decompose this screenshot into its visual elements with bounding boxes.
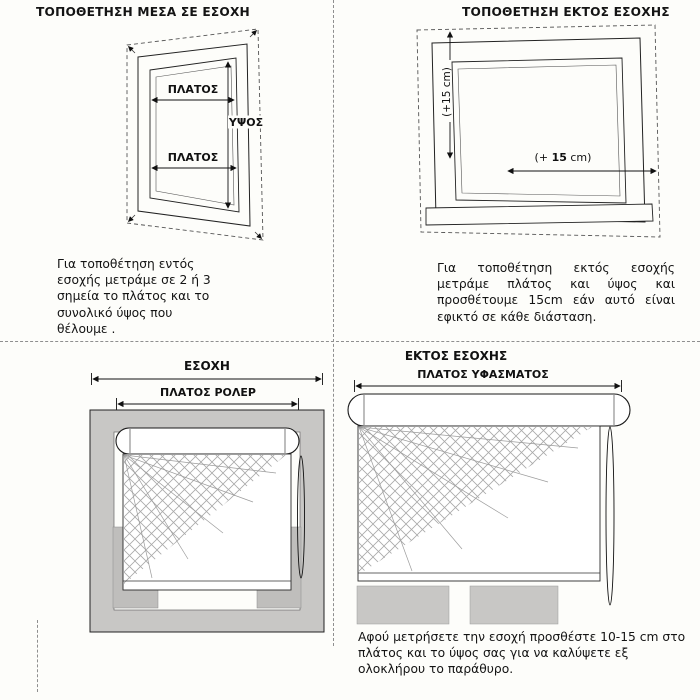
left-edge-divider xyxy=(37,620,38,692)
wall-block-right xyxy=(469,585,559,625)
fabric-hatch-fan-lines xyxy=(123,454,277,579)
window-dashed-outline xyxy=(126,28,264,241)
extension-dashed-outline xyxy=(416,24,661,238)
center-vertical-divider xyxy=(333,0,334,646)
window-outer-frame xyxy=(431,37,646,223)
roller-tube-end-caps xyxy=(363,395,615,425)
corner-measure-arrows xyxy=(128,30,262,239)
roller-tube xyxy=(115,427,300,455)
roller-tube xyxy=(347,393,631,427)
outside-mount-title: ΕΚΤΟΣ ΕΣΟΧΗΣ xyxy=(405,349,507,363)
recess-width-arrow xyxy=(91,373,323,385)
middle-horizontal-divider xyxy=(0,341,700,342)
title-outside-recess: ΤΟΠΟΘΕΤΗΣΗ ΕΚΤΟΣ ΕΣΟΧΗΣ xyxy=(462,5,670,19)
height-label: ΥΨΟΣ xyxy=(228,116,263,129)
window-outer-frame xyxy=(137,43,251,227)
recess-label: ΕΣΟΧΗ xyxy=(184,359,230,373)
roller-width-arrow xyxy=(116,398,299,410)
height-label-backing xyxy=(228,115,265,129)
roller-width-label: ΠΛΑΤΟΣ ΡΟΛΕΡ xyxy=(160,386,256,399)
plus15-horizontal-label-value: 15 xyxy=(552,151,567,164)
plus15-horizontal-label-suffix: cm) xyxy=(567,151,592,164)
window-glass-bevel xyxy=(155,65,235,206)
window-glass-bevel xyxy=(457,64,621,197)
fabric-hatch xyxy=(359,427,592,574)
caption-outside-recess: Για τοποθέτηση εκτός εσοχής μετράμε πλάτ… xyxy=(437,261,675,324)
caption-inside-recess: Για τοποθέτηση εντός εσοχής μετράμε σε 2… xyxy=(57,257,211,336)
width-label-top: ΠΛΑΤΟΣ xyxy=(168,83,219,96)
outside-mount-roller-figure: ΕΚΤΟΣ ΕΣΟΧΗΣ ΠΛΑΤΟΣ ΥΦΑΣΜΑΤΟΣ xyxy=(347,349,631,625)
chain-loop xyxy=(297,455,305,579)
width-label-bottom: ΠΛΑΤΟΣ xyxy=(168,151,219,164)
fabric-hatch-fan-lines xyxy=(358,426,579,572)
inside-recess-window-figure: ΠΛΑΤΟΣ ΠΛΑΤΟΣ ΥΨΟΣ xyxy=(126,28,265,241)
window-inner-frame xyxy=(451,57,627,204)
plus15-horizontal-label: (+ 15 cm) xyxy=(535,151,592,164)
roller-tube-end-caps xyxy=(129,429,286,453)
window-inner-frame xyxy=(149,57,240,213)
recess-mount-roller-figure: ΕΣΟΧΗ ΠΛΑΤΟΣ ΡΟΛΕΡ xyxy=(89,359,325,633)
title-inside-recess: ΤΟΠΟΘΕΤΗΣΗ ΜΕΣΑ ΣΕ ΕΣΟΧΗ xyxy=(36,5,250,19)
plus15-vertical-label: (+15 cm) xyxy=(441,67,453,117)
caption-bottom: Αφού μετρήσετε την εσοχή προσθέστε 10-15… xyxy=(358,630,686,677)
outside-recess-window-figure: (+15 cm) (+ 15 cm) xyxy=(416,24,661,238)
chain-loop xyxy=(605,426,615,606)
window-sill xyxy=(425,203,654,226)
fabric-width-label: ΠΛΑΤΟΣ ΥΦΑΣΜΑΤΟΣ xyxy=(417,368,549,381)
wall-block-left xyxy=(356,585,450,625)
fabric-width-arrow xyxy=(354,380,622,392)
plus15-horizontal-label-prefix: (+ xyxy=(535,151,552,164)
